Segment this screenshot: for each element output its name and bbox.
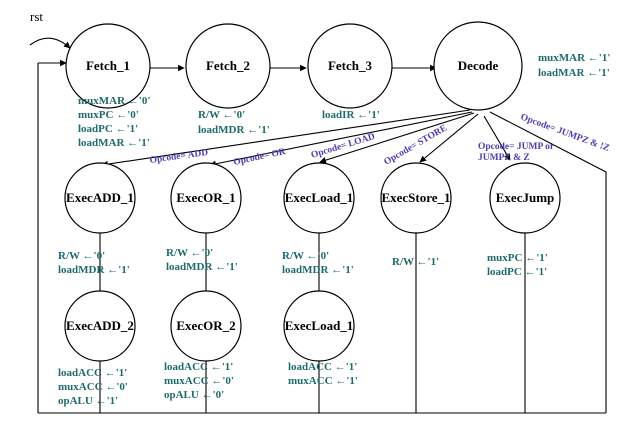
signals-execload1: R/W ←'0' loadMDR ←'1' [282,250,354,276]
state-label: ExecOR_2 [176,318,235,333]
state-execadd1: ExecADD_1 [64,162,136,234]
signal-line: muxMAR ←'0' [78,95,150,107]
state-label: ExecOR_1 [176,190,235,205]
signal-line: loadMDR ←'1' [58,264,130,276]
signal-line: loadMDR ←'1' [198,124,270,136]
state-fetch2: Fetch_2 [185,23,271,109]
state-label: Decode [458,58,499,73]
signals-fetch2: R/W ←'0' loadMDR ←'1' [198,109,270,136]
signal-line: muxPC ←'1' [487,252,548,264]
state-label: ExecLoad_1 [285,318,354,333]
state-execload1b: ExecLoad_1 [283,290,355,362]
signals-execor2: loadACC ←'1' muxACC ←'0' opALU ←'0' [164,361,234,401]
signal-line: R/W ←'0' [282,250,329,262]
state-decode: Decode [433,21,523,111]
state-label: Fetch_2 [206,58,250,73]
state-fetch3: Fetch_3 [307,23,393,109]
state-label: ExecStore_1 [381,190,450,205]
signal-line: R/W ←'0' [58,250,105,262]
arrow-decode-execor1 [209,111,473,168]
signal-line: loadACC ←'1' [58,367,127,379]
signals-execjump: muxPC ←'1' loadPC ←'1' [487,252,548,278]
state-execload1: ExecLoad_1 [283,162,355,234]
signal-line: loadIR ←'1' [322,109,380,121]
signals-execadd2: loadACC ←'1' muxACC ←'0' opALU ←'1' [58,367,128,407]
signals-execload1b: loadACC ←'1' muxACC ←'1' [288,361,358,387]
state-label: ExecLoad_1 [285,190,354,205]
signals-execstore1: R/W ←'1' [392,256,439,268]
signals-execadd1: R/W ←'0' loadMDR ←'1' [58,250,130,276]
signals-fetch1: muxMAR ←'0' muxPC ←'0' loadPC ←'1' loadM… [78,95,150,149]
signal-line: muxACC ←'0' [164,375,234,387]
arrow-decode-execload1 [319,112,475,164]
state-execjump: ExecJump [489,162,561,234]
signal-line: loadPC ←'1' [78,123,138,135]
signal-line: R/W ←'0' [198,109,245,121]
signal-line: opALU ←'0' [164,389,224,401]
signal-line: opALU ←'1' [58,395,118,407]
signal-line: loadACC ←'1' [288,361,357,373]
state-label: ExecJump [496,190,555,205]
signal-line: loadMAR ←'1' [78,137,150,149]
state-execor2: ExecOR_2 [170,290,242,362]
state-execadd2: ExecADD_2 [64,290,136,362]
state-execstore1: ExecStore_1 [380,162,452,234]
state-label: Fetch_3 [328,58,373,73]
condition-or: Opcode= OR [233,147,287,168]
signal-line: muxPC ←'0' [78,109,139,121]
condition-jump-line1: Opcode= JUMP or [478,142,555,152]
arrow-decode-execadd1 [101,109,471,168]
line-decode-jumpz-return [489,111,607,413]
signal-line: loadPC ←'1' [487,266,547,278]
state-execor1: ExecOR_1 [170,162,242,234]
signal-line: loadMAR ←'1' [538,67,610,79]
signals-execor1: R/W ←'0' loadMDR ←'1' [166,247,238,273]
reset-label: rst [30,9,43,24]
state-fetch1: Fetch_1 [65,23,151,109]
signals-fetch3: loadIR ←'1' [322,109,380,121]
state-label: Fetch_1 [86,58,130,73]
signal-line: R/W ←'0' [166,247,213,259]
signal-line: R/W ←'1' [392,256,439,268]
arrow-decode-execjump [483,115,511,161]
signals-decode: muxMAR ←'1' loadMAR ←'1' [538,52,610,79]
signal-line: loadMDR ←'1' [166,261,238,273]
state-label: ExecADD_2 [66,318,134,333]
condition-load: Opcode= LOAD [310,132,377,161]
signal-line: muxACC ←'0' [58,381,128,393]
condition-jump-line2: JUMPZ & Z [478,153,530,163]
signal-line: muxMAR ←'1' [538,52,610,64]
condition-store: Opcode= STORE [383,123,449,167]
arrow-decode-execstore1 [419,113,479,163]
reset-arrow [29,37,71,49]
state-label: ExecADD_1 [66,190,134,205]
signal-line: loadACC ←'1' [164,361,233,373]
signal-line: muxACC ←'1' [288,375,358,387]
signal-line: loadMDR ←'1' [282,264,354,276]
